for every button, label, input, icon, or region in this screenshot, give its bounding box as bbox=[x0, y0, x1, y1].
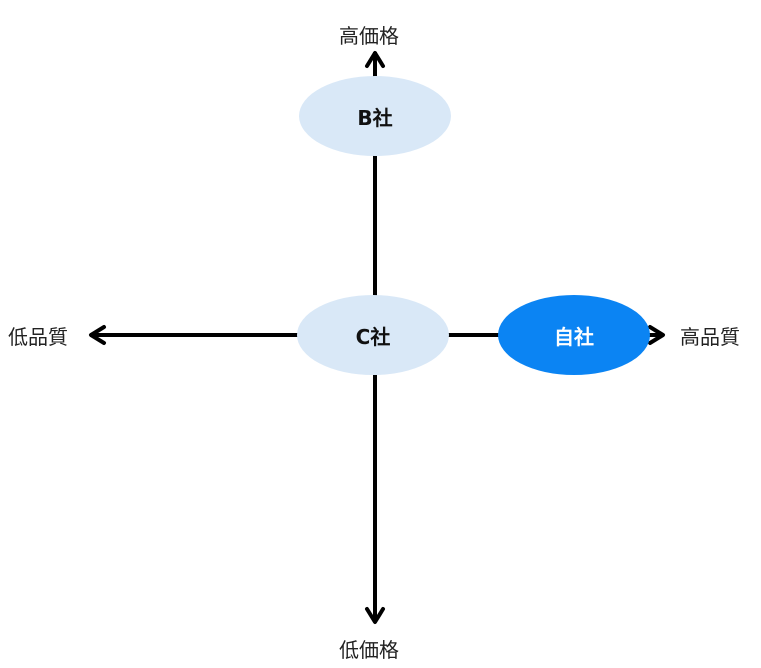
axis-label-high-quality: 高品質 bbox=[680, 325, 740, 349]
company-c-label: C社 bbox=[355, 324, 391, 349]
arrow-up-icon bbox=[365, 51, 385, 68]
arrow-left-icon bbox=[89, 325, 106, 345]
company-b-node: B社 bbox=[299, 76, 451, 156]
arrow-down-icon bbox=[365, 607, 385, 624]
company-b-label: B社 bbox=[357, 105, 393, 130]
axis-label-low-price: 低価格 bbox=[339, 638, 399, 662]
axis-label-low-quality: 低品質 bbox=[8, 325, 68, 349]
company-self-label: 自社 bbox=[554, 324, 594, 349]
company-c-node: C社 bbox=[297, 295, 449, 375]
arrow-right-icon bbox=[648, 325, 665, 345]
axis-label-high-price: 高価格 bbox=[339, 24, 399, 48]
company-self-node: 自社 bbox=[498, 295, 650, 375]
